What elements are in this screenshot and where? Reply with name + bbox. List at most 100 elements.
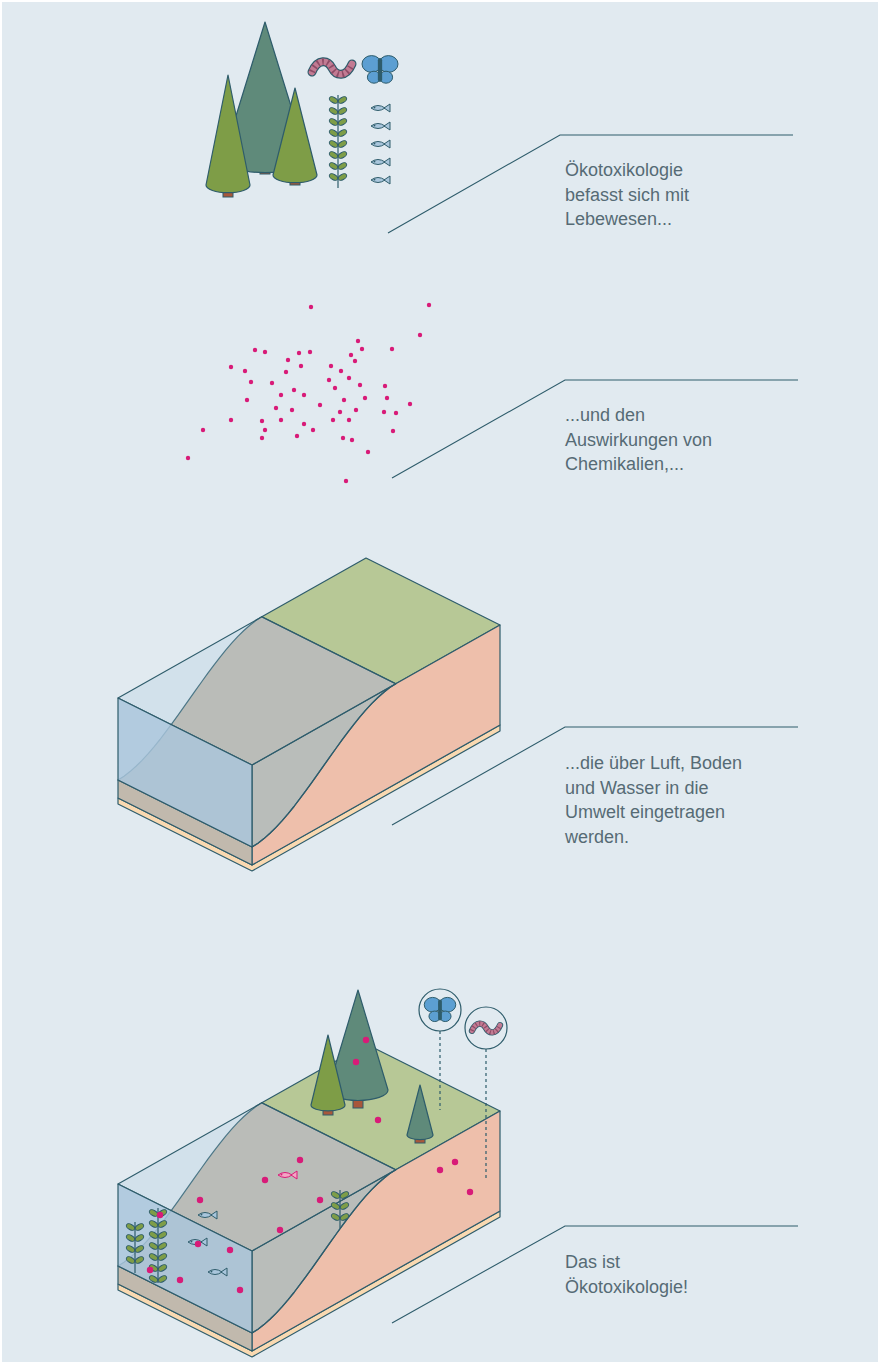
- plant-leaf: [328, 117, 338, 126]
- plant-leaf: [148, 1241, 158, 1250]
- fish-icon: [371, 140, 390, 148]
- chemical-dot: [318, 403, 322, 407]
- chemical-dot: [249, 380, 253, 384]
- plant-leaf: [157, 1263, 167, 1272]
- chemical-dot: [292, 388, 296, 392]
- plant-leaf: [337, 150, 347, 159]
- plant-leaf: [125, 1244, 135, 1253]
- butterfly-body: [438, 1000, 442, 1021]
- plant-leaf: [148, 1219, 158, 1228]
- plant-leaf: [328, 128, 338, 137]
- chemical-dot: [260, 419, 264, 423]
- chemical-dot: [327, 378, 331, 382]
- chemical-dot: [263, 428, 267, 432]
- chemical-dot: [243, 369, 247, 373]
- butterfly-body: [378, 58, 382, 82]
- plant-leaf: [337, 128, 347, 137]
- plant-leaf: [328, 95, 338, 104]
- chemical-dot: [270, 381, 274, 385]
- chemical-dot: [437, 1167, 443, 1173]
- chemical-dot: [197, 1197, 203, 1203]
- plant-leaf: [157, 1219, 167, 1228]
- chemical-dot: [394, 411, 398, 415]
- plant-leaf: [337, 172, 347, 181]
- chemical-dot: [350, 438, 354, 442]
- chemical-dot: [302, 422, 306, 426]
- ecotox-scene: [118, 989, 507, 1357]
- plant-leaf: [157, 1241, 167, 1250]
- chemical-dot: [279, 393, 283, 397]
- fish-eye: [374, 143, 376, 145]
- leader-line: [392, 1226, 798, 1323]
- fish-icon: [198, 1211, 217, 1219]
- icon-circle: [419, 989, 461, 1031]
- chemical-dot: [360, 347, 364, 351]
- tree-crown: [273, 88, 317, 183]
- chemical-dot: [262, 1177, 268, 1183]
- chemical-dot: [245, 398, 249, 402]
- chemical-dot: [253, 348, 257, 352]
- environment-block: [118, 558, 500, 871]
- chemical-dot: [177, 1277, 183, 1283]
- chemical-dot: [391, 429, 395, 433]
- chemical-dot: [467, 1189, 473, 1195]
- plant-leaf: [157, 1230, 167, 1239]
- plant-leaf: [328, 161, 338, 170]
- chemical-dot: [356, 339, 360, 343]
- plant-leaf: [157, 1252, 167, 1261]
- fish-eye: [281, 1174, 283, 1176]
- leader-line: [388, 135, 793, 233]
- plant-leaf: [134, 1255, 144, 1264]
- worm-body: [312, 62, 352, 75]
- chemical-dot: [147, 1267, 153, 1273]
- plant-leaf: [134, 1233, 144, 1242]
- butterfly-icon: [424, 997, 456, 1021]
- chemical-dot: [311, 428, 315, 432]
- plant-leaf: [125, 1222, 135, 1231]
- fish-eye: [201, 1214, 203, 1216]
- fish-icon: [208, 1268, 227, 1276]
- chemical-dot: [418, 333, 422, 337]
- chemical-dot: [274, 406, 278, 410]
- worm-stripes: [312, 62, 352, 75]
- butterfly-icon: [362, 56, 398, 84]
- chemical-dot: [353, 1059, 359, 1065]
- chemical-dot: [260, 436, 264, 440]
- chemical-dot: [295, 434, 299, 438]
- chemical-dot: [383, 384, 387, 388]
- chemical-dot: [263, 350, 267, 354]
- worm-icon: [312, 62, 352, 75]
- plant-leaf: [125, 1233, 135, 1242]
- plant-leaf: [339, 1190, 349, 1199]
- plant-stem: [337, 95, 338, 188]
- plant-leaf: [339, 1212, 349, 1221]
- water-section: [118, 698, 252, 847]
- plant-leaf: [328, 172, 338, 181]
- caption-text: ...und den Auswirkungen von Chemikalien,…: [565, 403, 740, 477]
- plant-leaf: [337, 139, 347, 148]
- dashed-pointer: [439, 1031, 440, 1110]
- fish-icon: [371, 158, 390, 166]
- chemicals-group: [186, 303, 431, 483]
- fish-icon: [278, 1171, 297, 1179]
- worm-outline: [472, 1024, 500, 1033]
- chemical-dot: [353, 359, 357, 363]
- chemical-dot: [358, 383, 362, 387]
- leader-lines: [388, 135, 798, 1323]
- chemical-dot: [229, 365, 233, 369]
- chemical-dot: [309, 305, 313, 309]
- chemical-dot: [408, 402, 412, 406]
- plant-leaf: [337, 161, 347, 170]
- organisms-group: [206, 22, 398, 197]
- plant-leaf: [337, 117, 347, 126]
- chemical-dot: [341, 436, 345, 440]
- fish-eye: [374, 107, 376, 109]
- plant-leaf: [134, 1244, 144, 1253]
- chemical-dot: [333, 386, 337, 390]
- plant-leaf: [330, 1190, 340, 1199]
- chemical-dot: [284, 370, 288, 374]
- plant-leaf: [157, 1208, 167, 1217]
